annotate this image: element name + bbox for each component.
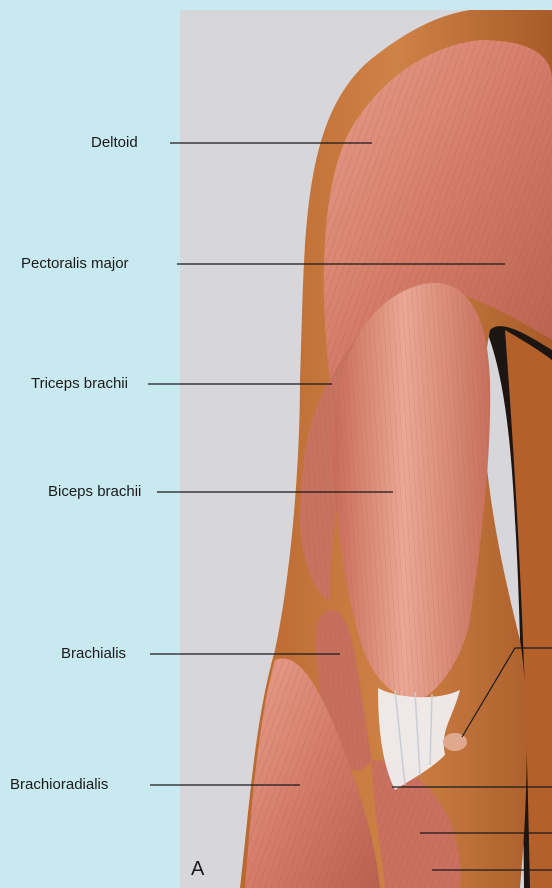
label-pectoralis-major: Pectoralis major — [21, 255, 129, 272]
label-brachioradialis: Brachioradialis — [10, 776, 108, 793]
label-deltoid: Deltoid — [91, 134, 138, 151]
label-biceps-brachii: Biceps brachii — [48, 483, 141, 500]
label-brachialis: Brachialis — [61, 645, 126, 662]
panel-letter: A — [191, 858, 204, 881]
label-triceps-brachii: Triceps brachii — [31, 375, 128, 392]
